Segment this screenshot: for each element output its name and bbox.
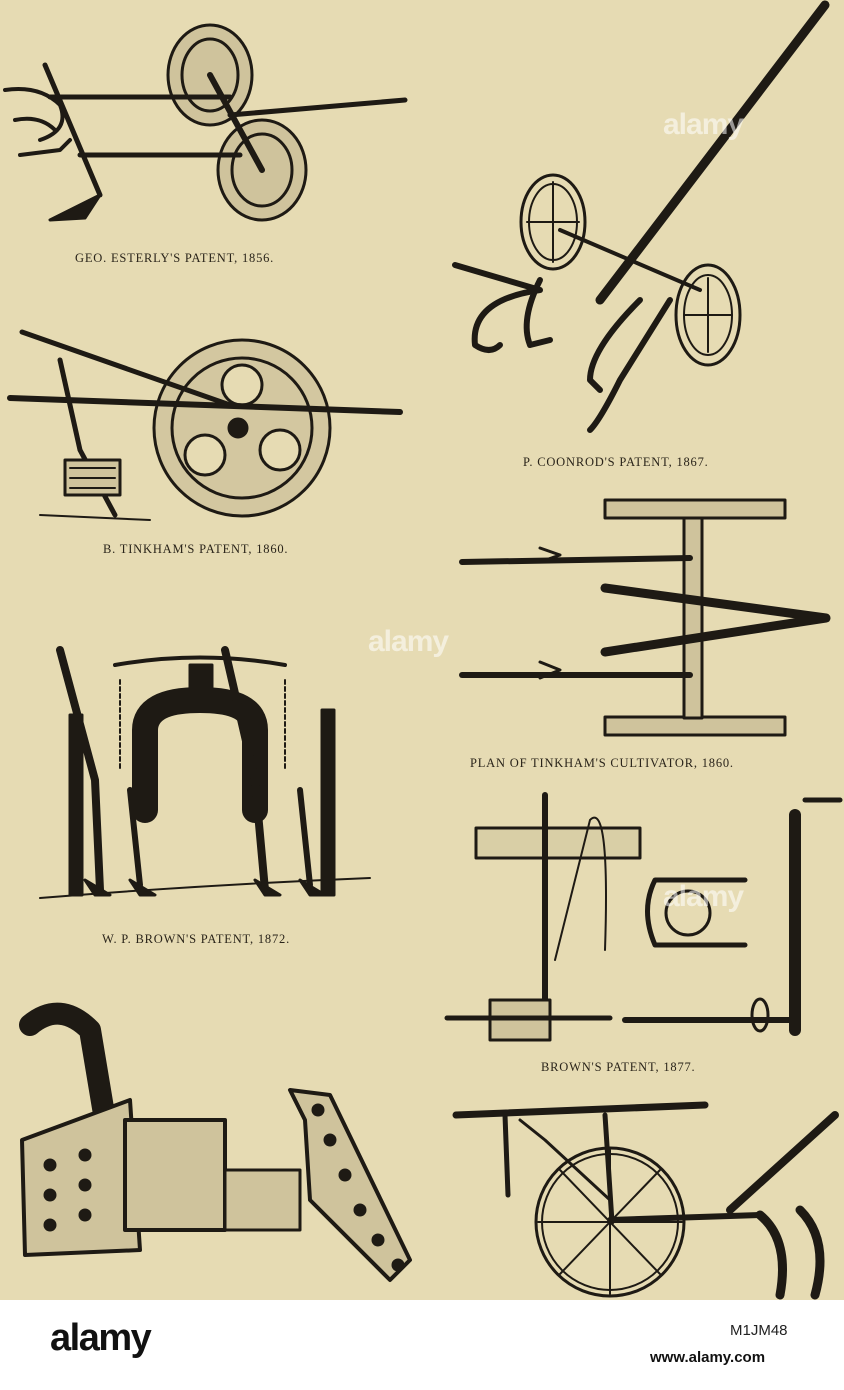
tinkham-cultivator-illustration <box>7 329 403 521</box>
caption-tinkham-plan: PLAN OF TINKHAM'S CULTIVATOR, 1860. <box>470 756 734 770</box>
coonrod-cultivator-illustration <box>452 0 830 433</box>
watermark-text: alamy <box>663 880 744 913</box>
caption-coonrod-patent: P. COONROD'S PATENT, 1867. <box>523 455 709 469</box>
wheeled-cultivator-illustration <box>452 1101 839 1300</box>
caption-tinkham-patent: B. TINKHAM'S PATENT, 1860. <box>103 542 289 556</box>
caption-esterly-patent: GEO. ESTERLY'S PATENT, 1856. <box>75 251 275 265</box>
wp-brown-cultivator-illustration <box>39 646 371 899</box>
hitch-part-illustration <box>19 1002 412 1282</box>
brown-patent-parts-illustration <box>444 792 843 1042</box>
caption-brown-patent: BROWN'S PATENT, 1877. <box>541 1060 696 1074</box>
alamy-logo: alamy <box>50 1317 152 1359</box>
esterly-cultivator-illustration <box>3 23 408 222</box>
watermark-text: alamy <box>663 108 744 141</box>
engraving-page: GEO. ESTERLY'S PATENT, 1856. P. COONROD'… <box>0 0 844 1300</box>
stock-footer <box>0 1300 844 1390</box>
image-id: M1JM48 <box>730 1322 788 1339</box>
engravings-artwork <box>3 0 843 1300</box>
watermark-text: alamy <box>368 625 449 658</box>
caption-wp-brown-patent: W. P. BROWN'S PATENT, 1872. <box>102 932 290 946</box>
site-url: www.alamy.com <box>650 1349 766 1366</box>
tinkham-plan-illustration <box>459 498 831 737</box>
